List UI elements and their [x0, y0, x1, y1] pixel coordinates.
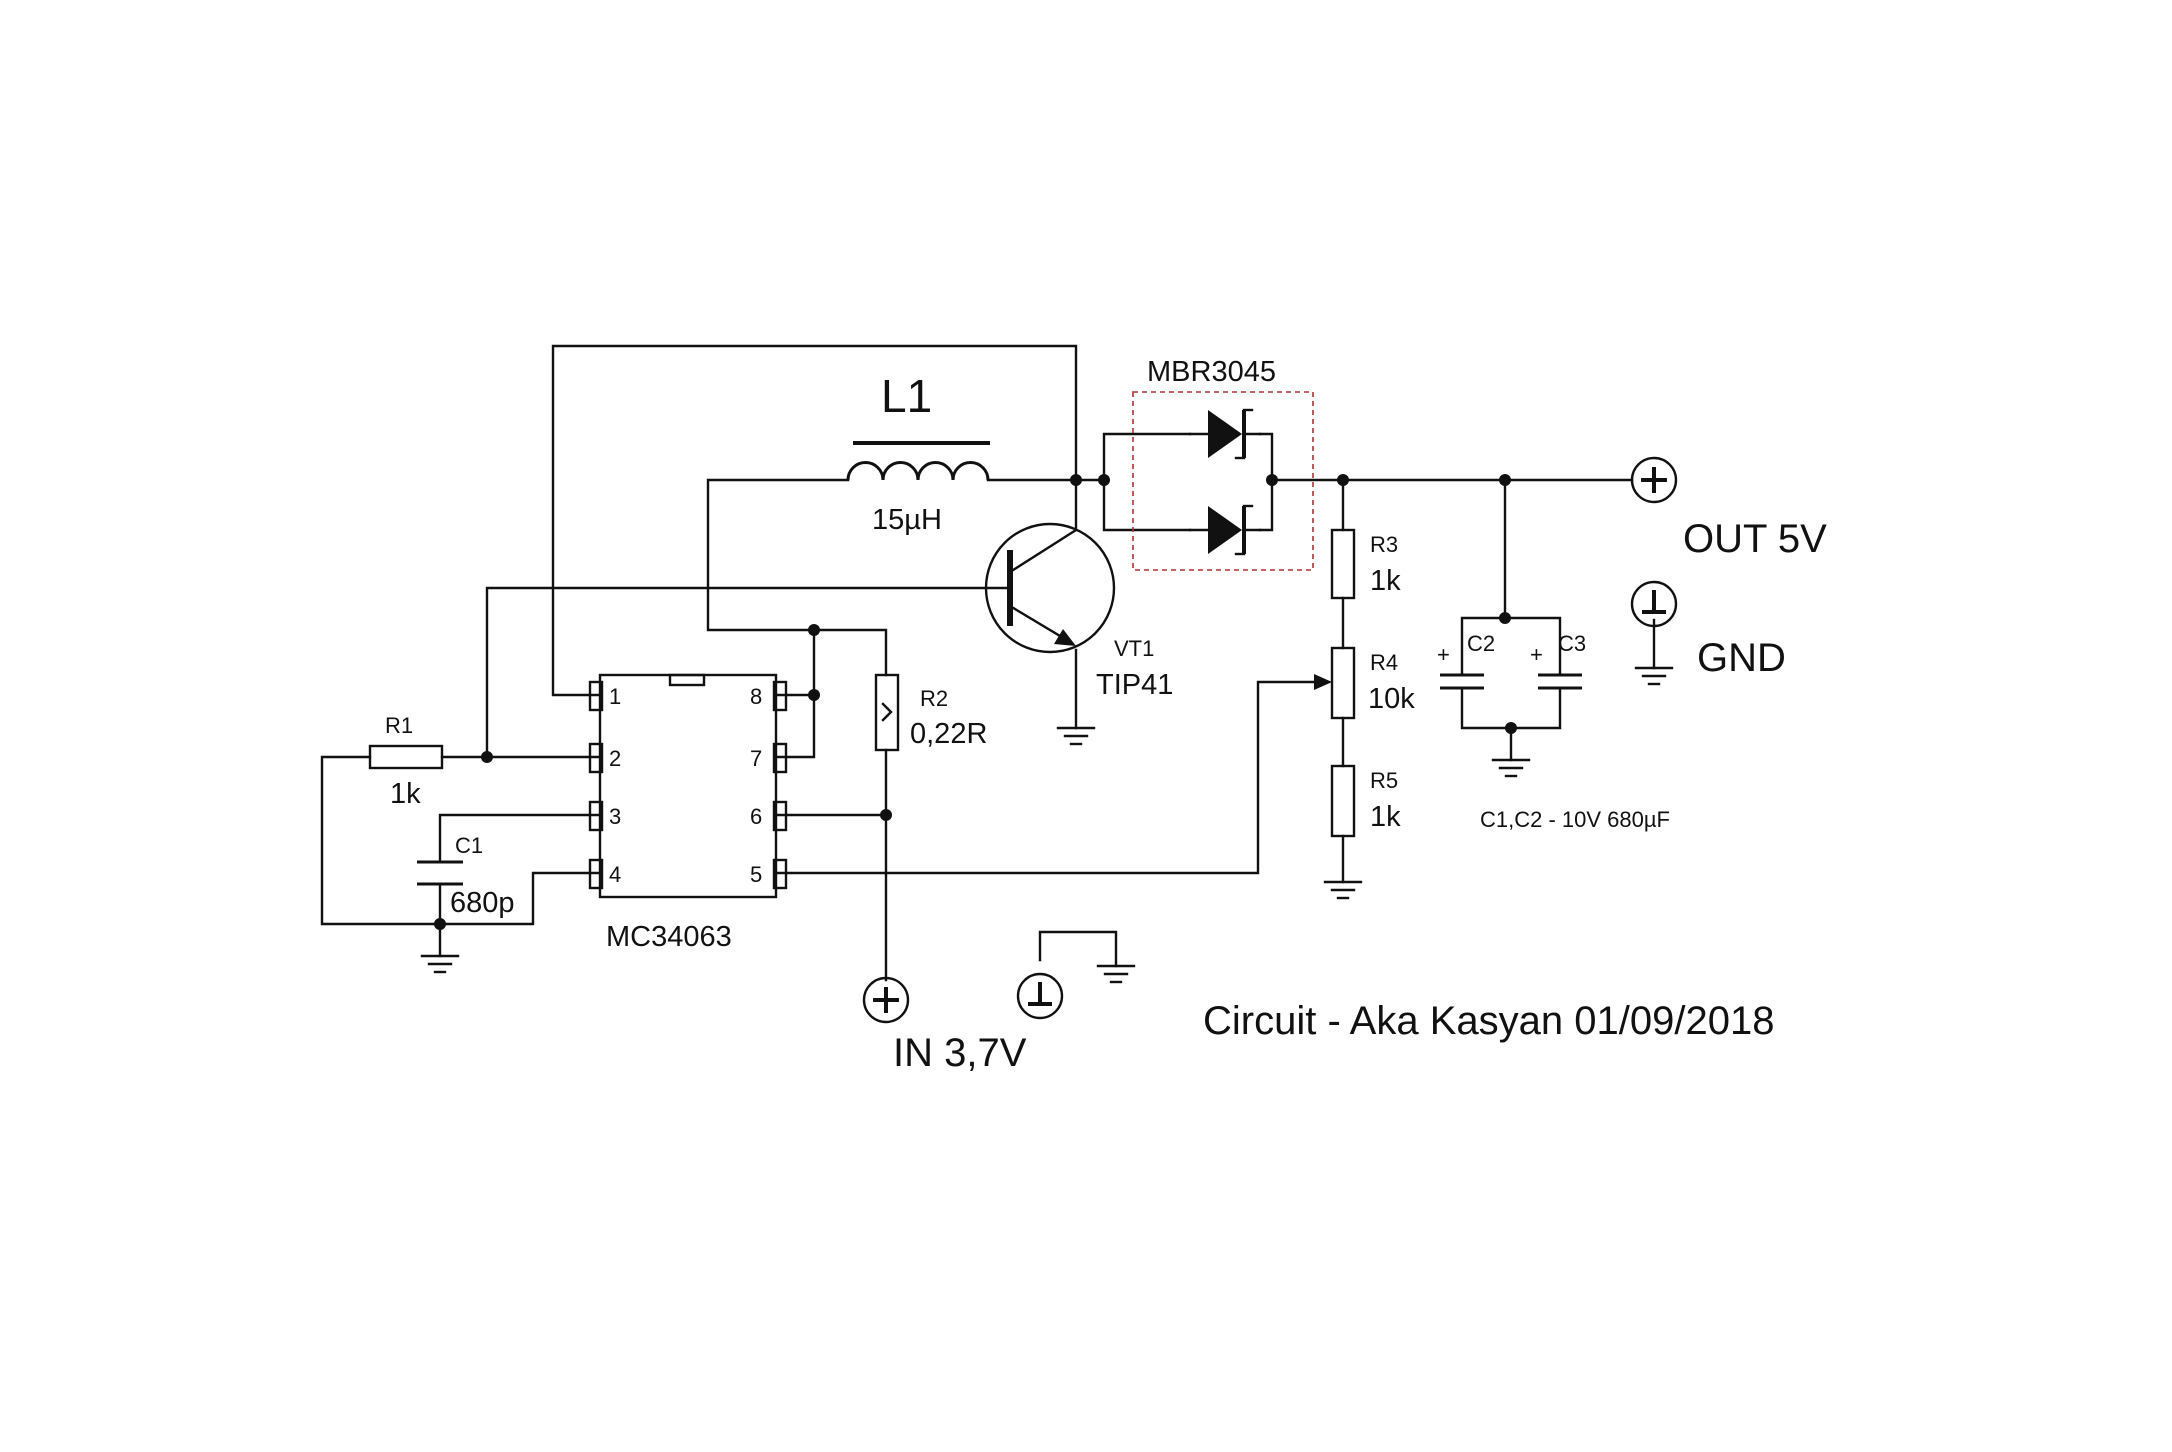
c3-polarity: + — [1530, 642, 1543, 667]
ground-icon — [420, 954, 460, 974]
ground-icon — [1634, 666, 1674, 686]
ic-pin-8: 8 — [750, 684, 762, 709]
potentiometer-r4: R4 10k — [1314, 646, 1415, 720]
ic-pin-6: 6 — [750, 804, 762, 829]
r5-ref: R5 — [1370, 768, 1398, 793]
terminal-in-positive: IN 3,7V — [862, 976, 1027, 1075]
resistor-r1: R1 1k — [368, 713, 444, 810]
r3-ref: R3 — [1370, 532, 1398, 557]
r1-value: 1k — [390, 778, 421, 810]
r4-ref: R4 — [1370, 650, 1398, 675]
diode-mbr3045: MBR3045 — [1132, 356, 1314, 571]
ground-icon — [1056, 726, 1096, 746]
terminal-gnd: GND — [1630, 580, 1786, 680]
c1-ref: C1 — [455, 833, 483, 858]
resistor-r5: R5 1k — [1330, 764, 1401, 838]
r2-value: 0,22R — [910, 718, 987, 750]
ic-pin-2: 2 — [609, 746, 621, 771]
c2-polarity: + — [1437, 642, 1450, 667]
inductor-l1: L1 15µH — [846, 370, 1078, 536]
ground-icon — [1491, 758, 1531, 778]
c2-ref: C2 — [1467, 631, 1495, 656]
ground-icon — [1323, 880, 1363, 900]
resistor-r3: R3 1k — [1330, 528, 1401, 600]
c1-value: 680p — [450, 887, 515, 919]
ic-mc34063: 1 2 3 4 8 7 6 5 MC34063 — [588, 673, 788, 953]
ic-pin-1: 1 — [609, 684, 621, 709]
resistor-r2: R2 0,22R — [874, 673, 987, 752]
r3-value: 1k — [1370, 565, 1401, 597]
junction-dots — [434, 474, 1517, 930]
capacitor-c1: C1 680p — [417, 833, 515, 919]
ic-pin-5: 5 — [750, 862, 762, 887]
capacitor-c3: + C3 — [1530, 631, 1586, 690]
r4-value: 10k — [1368, 683, 1415, 715]
credit-text: Circuit - Aka Kasyan 01/09/2018 — [1203, 999, 1774, 1043]
terminal-in-ground — [1016, 972, 1064, 1020]
r2-ref: R2 — [920, 686, 948, 711]
ground-symbols — [420, 666, 1674, 984]
ic-pin-7: 7 — [750, 746, 762, 771]
transistor-value: TIP41 — [1096, 669, 1173, 701]
capacitor-note: C1,C2 - 10V 680µF — [1480, 807, 1670, 832]
in-label: IN 3,7V — [893, 1031, 1027, 1075]
ic-pin-4: 4 — [609, 862, 621, 887]
diode-part-number: MBR3045 — [1147, 356, 1276, 388]
c3-ref: C3 — [1558, 631, 1586, 656]
capacitor-c2: + C2 — [1437, 631, 1495, 690]
transistor-ref: VT1 — [1114, 636, 1154, 661]
inductor-ref: L1 — [881, 370, 932, 422]
ic-pin-3: 3 — [609, 804, 621, 829]
ground-icon — [1096, 964, 1136, 984]
ic-name: MC34063 — [606, 921, 732, 953]
out-label: OUT 5V — [1683, 517, 1827, 561]
transistor-vt1: VT1 TIP41 — [984, 478, 1173, 701]
terminal-out-positive: OUT 5V — [1630, 456, 1827, 561]
r5-value: 1k — [1370, 801, 1401, 833]
inductor-value: 15µH — [872, 504, 942, 536]
gnd-label: GND — [1697, 636, 1786, 680]
r1-ref: R1 — [385, 713, 413, 738]
